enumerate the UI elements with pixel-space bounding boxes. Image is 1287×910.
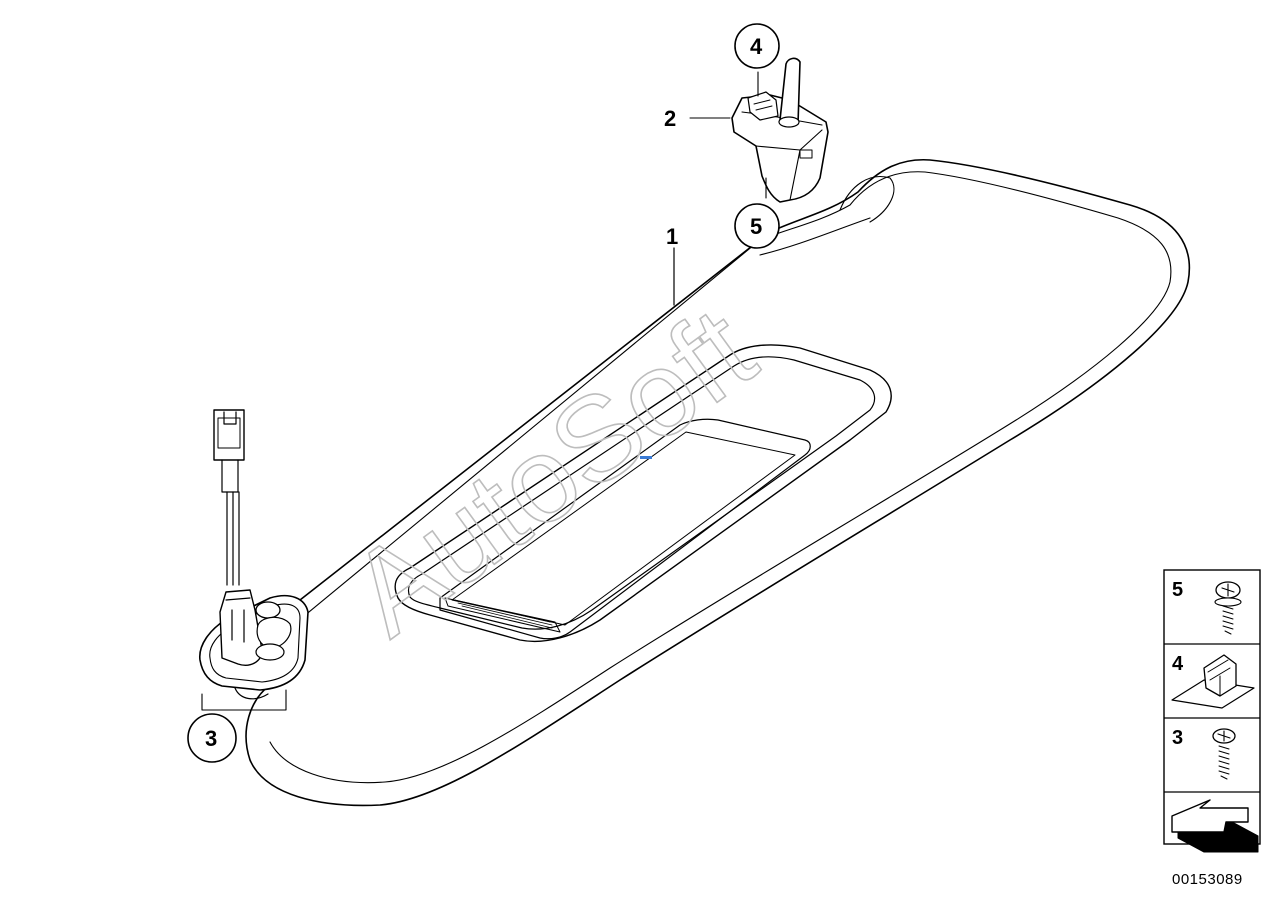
- legend-row-3-number: 3: [1172, 727, 1183, 749]
- screw-icon: [1212, 728, 1236, 780]
- legend-row-5-number: 5: [1172, 579, 1183, 601]
- legend-row-5: 5: [1172, 579, 1242, 635]
- callout-2: 2: [664, 106, 676, 131]
- direction-arrow-icon: [1171, 799, 1259, 853]
- callout-4-label: 4: [750, 34, 763, 59]
- spring-clip-icon: [1171, 654, 1255, 709]
- callout-1: 1: [666, 224, 678, 249]
- callout-5-label: 5: [750, 214, 762, 239]
- sun-visor: [245, 158, 1191, 807]
- callout-4: 4: [734, 23, 780, 69]
- legend-row-3: 3: [1172, 727, 1236, 780]
- autosoft-watermark: AutoSoft: [327, 282, 778, 661]
- legend-row-4-number: 4: [1172, 653, 1184, 675]
- callout-2-label: 2: [664, 106, 676, 131]
- callout-3-label: 3: [205, 726, 217, 751]
- legend-row-4: 4: [1171, 653, 1255, 709]
- callout-5: 5: [734, 203, 780, 249]
- diagram-reference-code: 00153089: [1172, 871, 1243, 888]
- visor-support-clip: [689, 57, 829, 203]
- legend-row-arrow: [1171, 799, 1259, 853]
- callout-3: 3: [187, 713, 237, 763]
- callout-3-circle: [187, 713, 237, 763]
- accent-mark: [640, 456, 652, 459]
- visor-hinge-with-cable: [199, 409, 309, 711]
- callout-4-circle: [734, 23, 780, 69]
- screw-with-washer-icon: [1214, 581, 1242, 635]
- callout-5-circle: [734, 203, 780, 249]
- callout-1-label: 1: [666, 224, 678, 249]
